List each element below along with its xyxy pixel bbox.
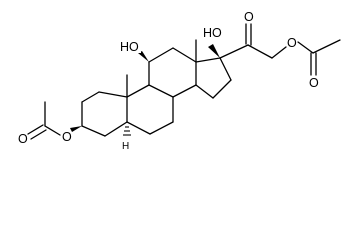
hydroxyl-c11-label: HO bbox=[120, 40, 139, 54]
h-c5-hash bbox=[123, 126, 131, 136]
acetate-carbonyl-oxygen-c3-label: O bbox=[18, 132, 28, 146]
ester-oxygen-c21-label: O bbox=[287, 36, 297, 50]
acetate-c3 bbox=[27, 101, 82, 140]
steroid-structure-diagram: HO HO O O O O bbox=[18, 10, 341, 152]
hydrogen-c5-label: H bbox=[122, 141, 129, 152]
ketone-oxygen-label: O bbox=[244, 10, 254, 24]
ester-oxygen-c3-label: O bbox=[62, 130, 72, 144]
hydroxyl-c17-label: HO bbox=[203, 26, 222, 40]
oh-c17-wedge bbox=[208, 44, 220, 58]
acetate-carbonyl-oxygen-c21-label: O bbox=[309, 76, 319, 90]
oh-c11-wedge bbox=[138, 51, 149, 62]
side-chain bbox=[219, 23, 341, 76]
ring-d bbox=[195, 57, 232, 99]
ring-a bbox=[81, 91, 128, 137]
structure-canvas: HO HO O O O O bbox=[18, 10, 341, 152]
ring-b bbox=[126, 84, 174, 135]
ring-c bbox=[148, 47, 197, 98]
